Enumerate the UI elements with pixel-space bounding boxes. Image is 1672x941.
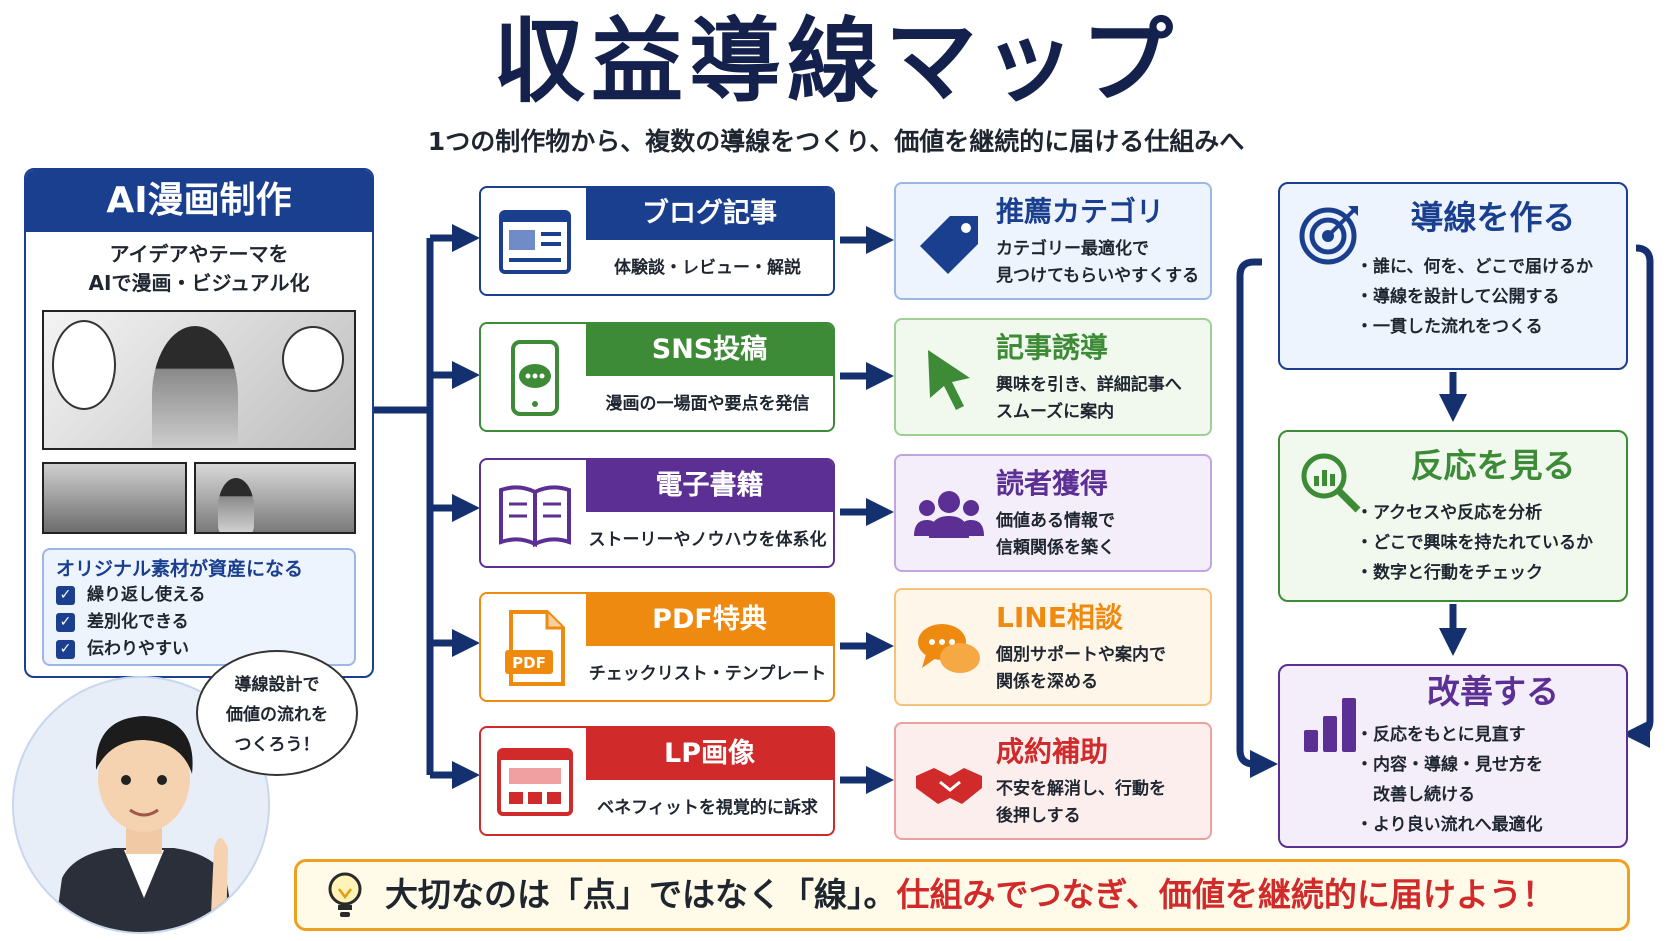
flow-card-observe: 反応を見る ・アクセスや反応を分析・どこで興味を持たれているか・数字と行動をチェ… [1278, 430, 1628, 602]
flow-list: ・アクセスや反応を分析・どこで興味を持たれているか・数字と行動をチェック [1356, 503, 1593, 583]
flow-title: 改善する [1427, 672, 1559, 711]
card-desc: ストーリーやノウハウを体系化 [588, 530, 827, 550]
ai-desc-line1: アイデアやテーマを [109, 242, 289, 266]
card-desc: 体験談・レビュー・解説 [614, 258, 801, 278]
speech-bubble: 導線設計で 価値の流れを つくろう！ [196, 650, 358, 776]
result-desc: 不安を解消し、行動を後押しする [996, 779, 1166, 826]
result-title: LINE相談 [996, 601, 1123, 634]
card-desc: ベネフィットを視覚的に訴求 [597, 798, 818, 818]
card-pdf: PDF特典 PDF チェックリスト・テンプレート等 [479, 592, 835, 702]
speech-line2: 価値の流れを [226, 705, 328, 725]
target-icon [1299, 206, 1358, 265]
key-message-highlight: 仕組みでつなぎ、価値を継続的に届けよう！ [896, 875, 1555, 914]
svg-text:PDF: PDF [512, 654, 546, 672]
ai-panel-header: AI漫画制作 [26, 170, 372, 232]
result-card-category: 推薦カテゴリ カテゴリー最適化で見つけてもらいやすくする [894, 182, 1212, 300]
presenter-avatar [12, 676, 270, 934]
manga-panel-desk [194, 462, 356, 534]
result-desc: カテゴリー最適化で見つけてもらいやすくする [996, 239, 1200, 286]
article-icon [499, 210, 571, 274]
check-item: ✓伝わりやすい [56, 636, 342, 663]
phone-chat-icon [511, 340, 559, 416]
flow-list: ・誰に、何を、どこで届けるか・導線を設計して公開する・一貫した流れをつくる [1356, 257, 1593, 337]
ai-panel-description: アイデアやテーマを AIで漫画・ビジュアル化 [26, 240, 372, 298]
magnifier-chart-icon [1301, 453, 1361, 513]
manga-panel-main [42, 310, 356, 450]
result-desc: 興味を引き、詳細記事へスムーズに案内 [996, 375, 1182, 422]
card-title: PDF特典 [586, 594, 833, 646]
ai-manga-panel: AI漫画制作 アイデアやテーマを AIで漫画・ビジュアル化 オリジナル素材が資産… [24, 168, 374, 678]
flow-card-build: 導線を作る ・誰に、何を、どこで届けるか・導線を設計して公開する・一貫した流れを… [1278, 182, 1628, 370]
lightbulb-icon [328, 872, 362, 917]
flow-list: ・反応をもとに見直す・内容・導線・見せ方を 改善し続ける・より良い流れへ最適化 [1356, 725, 1543, 835]
result-desc: 価値ある情報で信頼関係を築く [996, 511, 1115, 558]
result-desc: 個別サポートや案内で関係を深める [996, 645, 1166, 692]
result-card-conversion: 成約補助 不安を解消し、行動を後押しする [894, 722, 1212, 840]
open-book-icon [499, 485, 571, 548]
assets-title: オリジナル素材が資産になる [56, 558, 304, 580]
flow-title: 導線を作る [1410, 198, 1576, 237]
card-sns: SNS投稿 漫画の一場面や要点を発信 [479, 322, 835, 432]
result-card-article: 記事誘導 興味を引き、詳細記事へスムーズに案内 [894, 318, 1212, 436]
result-title: 成約補助 [996, 735, 1109, 768]
result-title: 推薦カテゴリ [996, 195, 1165, 228]
subtitle: 1つの制作物から、複数の導線をつくり、価値を継続的に届ける仕組みへ [427, 127, 1245, 156]
check-item: ✓差別化できる [56, 609, 342, 636]
landing-page-icon [497, 748, 573, 816]
flow-card-improve: 改善する ・反応をもとに見直す・内容・導線・見せ方を 改善し続ける・より良い流れ… [1278, 664, 1628, 848]
card-desc: チェックリスト・テンプレート等 [588, 664, 827, 684]
result-card-readers: 読者獲得 価値ある情報で信頼関係を築く [894, 454, 1212, 572]
checkbox-icon: ✓ [56, 586, 75, 605]
users-icon [914, 491, 984, 538]
manga-panel-city [42, 462, 187, 534]
bar-chart-icon [1304, 698, 1356, 752]
tag-icon [920, 216, 978, 274]
card-desc: 漫画の一場面や要点を発信 [605, 394, 810, 414]
result-title: 記事誘導 [996, 331, 1109, 364]
checkbox-icon: ✓ [56, 613, 75, 632]
page-title: 収益導線マップ [492, 8, 1179, 115]
presenter-illustration [54, 716, 236, 932]
check-item: ✓繰り返し使える [56, 582, 342, 609]
result-title: 読者獲得 [996, 467, 1109, 500]
speech-line1: 導線設計で [234, 675, 320, 695]
card-title: ブログ記事 [586, 188, 833, 240]
speech-line3: つくろう！ [234, 735, 320, 755]
card-lp: LP画像 ベネフィットを視覚的に訴求 [479, 726, 835, 836]
card-title: 電子書籍 [586, 460, 833, 512]
ai-desc-line2: AIで漫画・ビジュアル化 [88, 271, 310, 295]
card-title: LP画像 [586, 728, 833, 780]
key-message-bar: 大切なのは「点」ではなく「線」。仕組みでつなぎ、価値を継続的に届けよう！ [294, 859, 1630, 931]
card-blog: ブログ記事 体験談・レビュー・解説 [479, 186, 835, 296]
key-message-main: 大切なのは「点」ではなく「線」。 [385, 875, 897, 914]
flow-title: 反応を見る [1410, 446, 1576, 485]
pdf-file-icon: PDF [505, 610, 565, 686]
cursor-icon [928, 350, 970, 410]
chat-bubbles-icon [918, 624, 980, 673]
checkbox-icon: ✓ [56, 640, 75, 659]
key-message: 大切なのは「点」ではなく「線」。仕組みでつなぎ、価値を継続的に届けよう！ [385, 873, 1555, 917]
handshake-icon [916, 768, 982, 804]
card-ebook: 電子書籍 ストーリーやノウハウを体系化 [479, 458, 835, 568]
result-card-line: LINE相談 個別サポートや案内で関係を深める [894, 588, 1212, 706]
assets-box: オリジナル素材が資産になる ✓繰り返し使える ✓差別化できる ✓伝わりやすい [42, 548, 356, 666]
card-title: SNS投稿 [586, 324, 833, 376]
